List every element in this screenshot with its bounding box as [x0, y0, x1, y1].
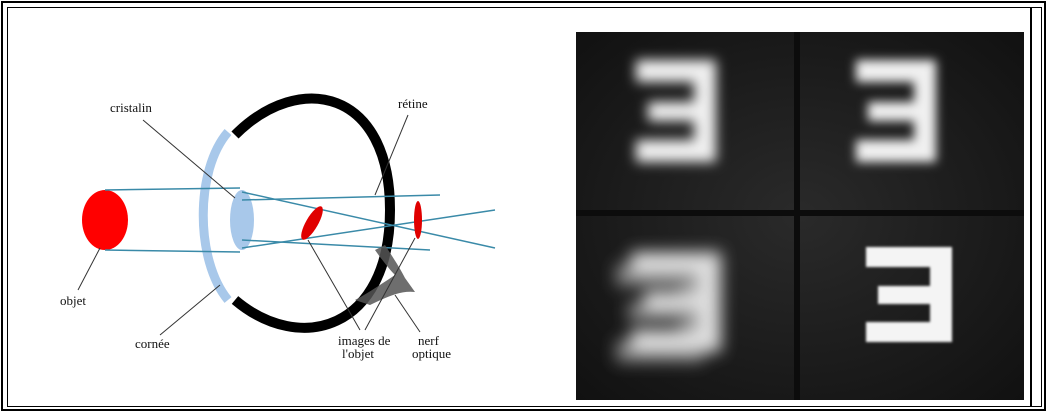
- label-cristalin: cristalin: [110, 100, 152, 115]
- leader-cornee: [159, 284, 221, 336]
- ray-cross-3: [241, 194, 441, 201]
- ray-cross-1: [241, 191, 496, 249]
- glyph-e-bottom-left: [616, 252, 721, 362]
- inner-frame: [7, 7, 1042, 407]
- optic-nerve: [355, 245, 415, 305]
- ray-lower: [104, 249, 241, 253]
- leader-images-2: [364, 237, 416, 331]
- right-divider: [1030, 7, 1032, 407]
- leader-retine: [374, 114, 409, 196]
- lens-cristalin: [230, 190, 254, 250]
- label-images-line2: l'objet: [342, 346, 374, 361]
- leader-nerf: [394, 294, 421, 333]
- cornea-shape: [198, 129, 232, 303]
- glyph-e-bottom-right: [866, 247, 952, 342]
- leader-cristalin: [142, 119, 236, 199]
- label-objet: objet: [60, 293, 86, 308]
- blur-comparison-photo: [576, 32, 1024, 400]
- eyeball-outline: [231, 93, 396, 333]
- glyph-e-top-right: [856, 60, 936, 162]
- label-retine: rétine: [398, 96, 428, 111]
- object-disc: [82, 190, 128, 250]
- leader-objet: [77, 247, 101, 291]
- ray-upper: [104, 187, 241, 191]
- ray-cross-4: [241, 239, 431, 251]
- label-cornee: cornée: [135, 336, 170, 351]
- leader-images-1: [307, 239, 361, 331]
- label-nerf-line1: nerf: [418, 333, 440, 348]
- label-nerf-line2: optique: [412, 346, 451, 361]
- image-inside: [301, 206, 323, 240]
- eye-diagram: cristalin rétine objet cornée images de …: [60, 93, 496, 361]
- image-behind: [414, 201, 422, 239]
- glyph-e-top-left: [636, 60, 716, 162]
- label-images-line1: images de: [338, 333, 391, 348]
- horizontal-separator: [576, 210, 1024, 216]
